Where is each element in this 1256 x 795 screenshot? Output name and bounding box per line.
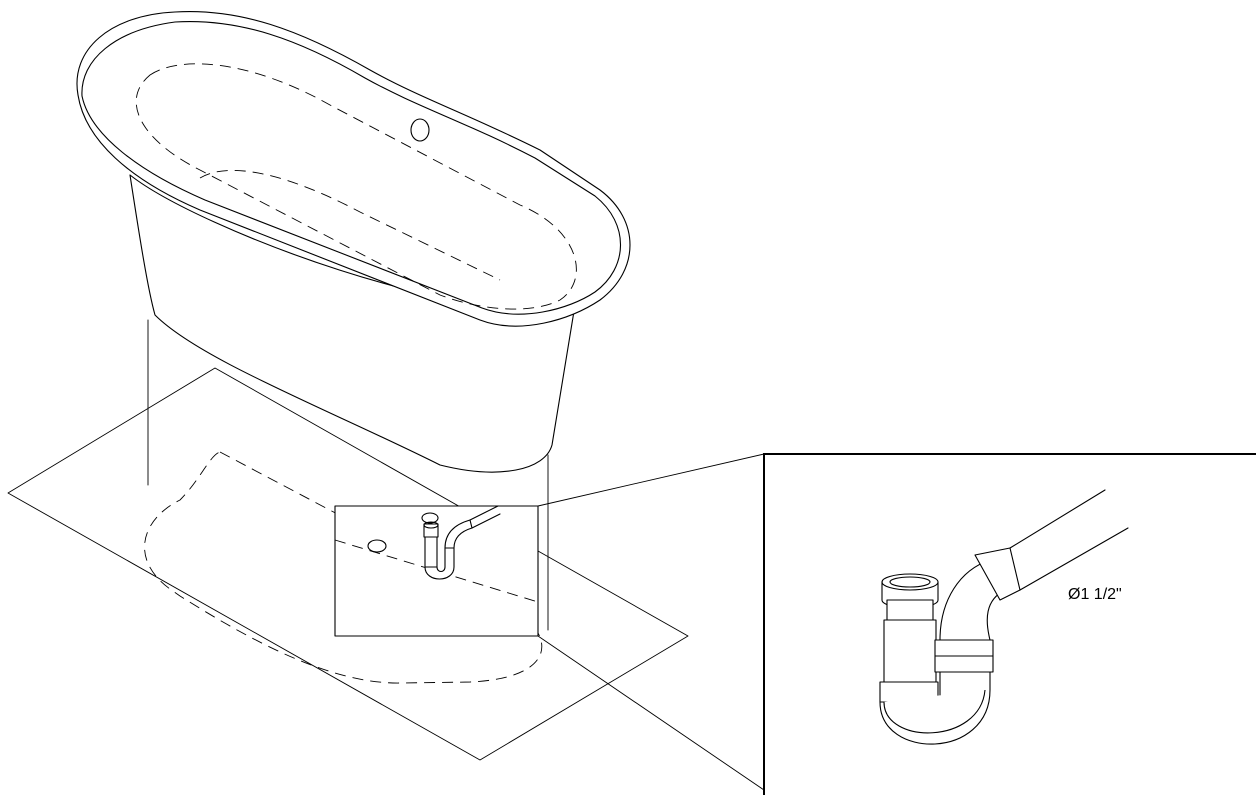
leader-line-bottom	[537, 635, 765, 791]
detail-drain-trap	[879, 489, 1129, 745]
tub-footprint-outline	[144, 451, 543, 684]
overflow-hole	[410, 118, 430, 142]
bathtub-rim-inner	[81, 20, 622, 315]
floor-pipe-hole	[421, 512, 439, 524]
detail-pipe-top-edge	[1009, 489, 1106, 549]
bathtub-floor-outline	[199, 169, 501, 281]
bathtub-basin-outline	[135, 63, 577, 310]
small-drain-trap	[423, 505, 501, 580]
bathtub-rim-outer	[76, 10, 631, 327]
detail-pipe-bottom-edge	[1019, 527, 1129, 591]
leader-line-top	[537, 453, 765, 507]
detail-frame	[763, 453, 1256, 795]
bathtub-body	[129, 174, 576, 473]
pipe-diameter-label: Ø1 1/2"	[1068, 586, 1122, 603]
floor-plate	[7, 367, 689, 761]
floor-drain-hole	[367, 539, 387, 553]
